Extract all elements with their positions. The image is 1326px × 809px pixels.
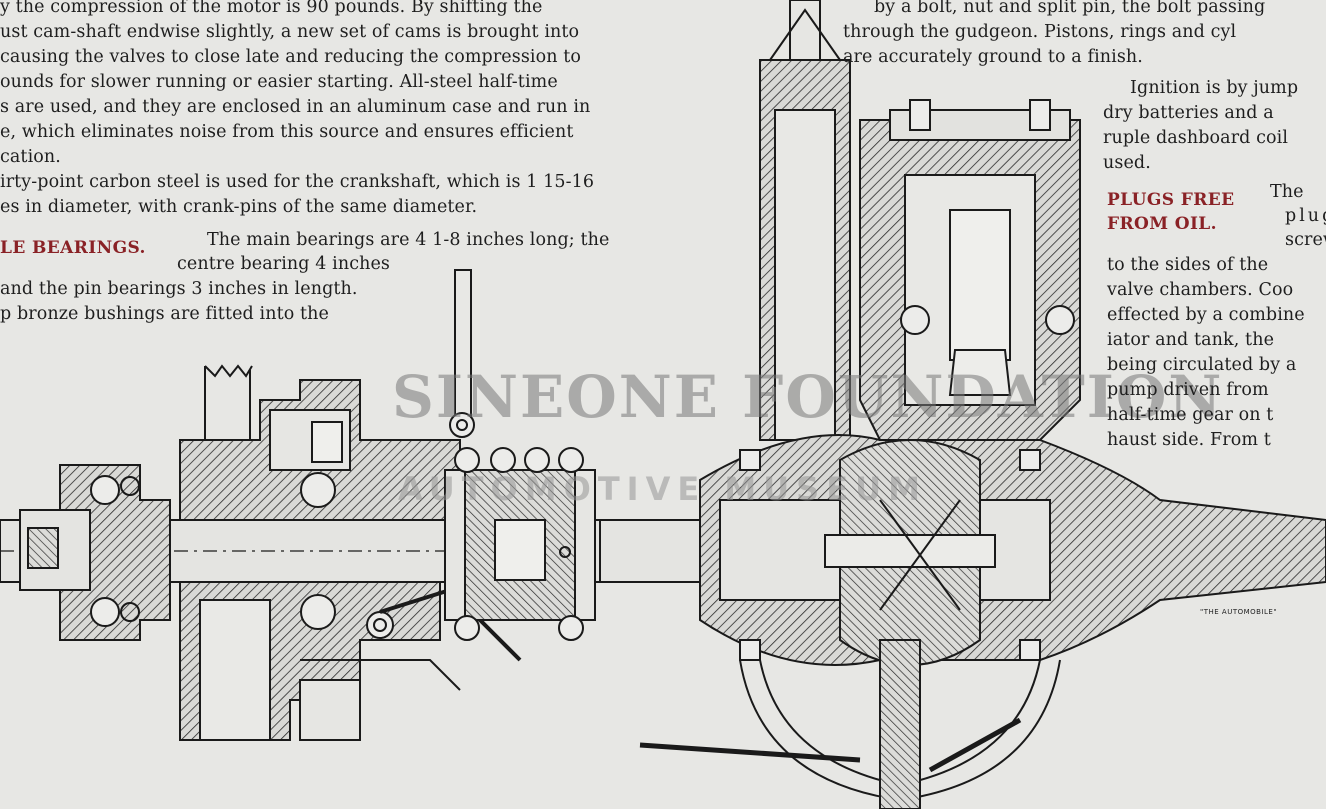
watermark-title: SINEONE FOUNDATION	[392, 363, 1224, 431]
ignition-line-4: used.	[1103, 153, 1151, 173]
left-line-5: s are used, and they are enclosed in an …	[0, 97, 591, 117]
section-heading-bearings: LE BEARINGS.	[0, 238, 146, 258]
right-body-2: valve chambers. Coo	[1107, 280, 1294, 300]
right-line-2: through the gudgeon. Pistons, rings and …	[843, 22, 1237, 42]
right-body-8: haust side. From t	[1107, 430, 1271, 450]
right-line-3: are accurately ground to a finish.	[843, 47, 1143, 67]
right-line-1: by a bolt, nut and split pin, the bolt p…	[874, 0, 1266, 17]
left-line-3: causing the valves to close late and red…	[0, 47, 582, 67]
section-heading-plugs-1: PLUGS FREE	[1107, 190, 1235, 210]
left-line-7: cation.	[0, 147, 61, 167]
ignition-line-2: dry batteries and a	[1103, 103, 1274, 123]
left-line-9: es in diameter, with crank-pins of the s…	[0, 197, 478, 217]
left-after-heading-1: centre bearing 4 inches	[177, 254, 391, 274]
section-heading-plugs-2: FROM OIL.	[1107, 214, 1217, 234]
left-line-1: y the compression of the motor is 90 pou…	[0, 0, 543, 17]
plugs-side-2: plug	[1285, 206, 1326, 226]
right-body-4: iator and tank, the	[1107, 330, 1275, 350]
figure-credit: "THE AUTOMOBILE"	[1200, 608, 1278, 616]
right-body-5: being circulated by a	[1107, 355, 1297, 375]
right-body-3: effected by a combine	[1107, 305, 1305, 325]
left-after-heading-3: p bronze bushings are fitted into the	[0, 304, 329, 324]
ignition-line-3: ruple dashboard coil	[1103, 128, 1289, 148]
watermark-subtitle: AUTOMOTIVE MUSEUM	[398, 470, 927, 508]
right-body-1: to the sides of the	[1107, 255, 1269, 275]
left-heading-text: The main bearings are 4 1-8 inches long;…	[207, 230, 610, 250]
right-body-7: half-time gear on t	[1107, 405, 1274, 425]
left-line-4: ounds for slower running or easier start…	[0, 72, 558, 92]
plugs-side-3: screw	[1285, 230, 1326, 250]
left-line-2: ust cam-shaft endwise slightly, a new se…	[0, 22, 580, 42]
left-line-6: e, which eliminates noise from this sour…	[0, 122, 574, 142]
ignition-line-1: Ignition is by jump	[1130, 78, 1299, 98]
right-body-6: pump driven from	[1107, 380, 1269, 400]
left-after-heading-2: and the pin bearings 3 inches in length.	[0, 279, 358, 299]
plugs-side-1: The	[1270, 182, 1304, 202]
left-line-8: irty-point carbon steel is used for the …	[0, 172, 595, 192]
